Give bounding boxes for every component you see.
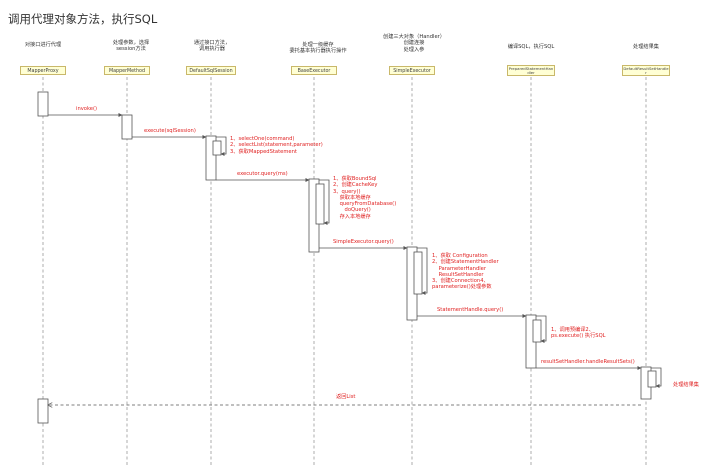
caption-base-executor: 处理一级缓存 委托基本执行器执行操作 xyxy=(289,42,347,55)
participant-mapper-proxy: MapperProxy xyxy=(20,66,66,75)
activation-mapper-proxy-2 xyxy=(37,398,49,424)
message-invoke: invoke() xyxy=(76,106,98,112)
lifelines xyxy=(42,77,647,466)
diagram-title: 调用代理对象方法，执行SQL xyxy=(8,12,158,26)
message-handle-result-sets: resultSetHandler.handleResultSets() xyxy=(541,359,635,365)
activation-mapper-method xyxy=(121,114,133,140)
caption-default-result-set-handler: 处理结果集 xyxy=(633,44,659,50)
message-arrows xyxy=(48,113,662,405)
message-return-list: 返回List xyxy=(336,394,356,400)
note-result-set-handler: 处理结果集 xyxy=(673,382,699,388)
self-call-sql-session xyxy=(216,136,227,156)
activation-prepared-self xyxy=(532,319,542,343)
activation-sql-session-self xyxy=(212,140,222,156)
caption-prepared-statement-handler: 编译SQL，执行SQL xyxy=(507,44,555,50)
activation-default-sql-session xyxy=(205,135,217,181)
message-executor-query: executor.query(ms) xyxy=(237,171,288,177)
participant-prepared-statement-handler: PreparedStatementHandler xyxy=(507,65,555,76)
activation-simple-executor-self xyxy=(413,251,423,295)
participant-simple-executor: SimpleExecutor xyxy=(389,66,435,75)
activation-mapper-proxy-1 xyxy=(37,91,49,117)
self-call-simple-executor xyxy=(417,247,428,295)
message-simple-executor-query: SimpleExecutor.query() xyxy=(333,239,394,245)
self-call-prepared xyxy=(536,315,547,343)
caption-simple-executor: 创建三大对象（Handler） 创建连接 处理入参 xyxy=(383,34,445,53)
activations xyxy=(37,91,657,424)
participant-default-result-set-handler: DefaultResultSetHandler xyxy=(622,65,670,76)
note-base-executor: 1、获取BoundSql 2、创建CacheKey 3、query() 获取本地… xyxy=(333,176,397,220)
activation-base-executor-self xyxy=(315,183,325,225)
note-simple-executor: 1、获取 Configuration 2、创建StatementHandler … xyxy=(432,253,499,291)
message-execute: execute(sqlSession) xyxy=(144,128,196,134)
participant-mapper-method: MapperMethod xyxy=(104,66,150,75)
note-prepared-statement-handler: 1、调用预编译2、 ps.execute() 执行SQL xyxy=(551,327,606,340)
message-statement-handle-query: StatementHandle.query() xyxy=(437,307,504,313)
caption-mapper-method: 处理参数，选择 session方法 xyxy=(112,40,150,53)
participant-default-sql-session: DefaultSqlSession xyxy=(186,66,236,75)
activation-result-self xyxy=(647,370,657,388)
caption-default-sql-session: 通过接口方法， 调用执行器 xyxy=(193,40,231,53)
participant-base-executor: BaseExecutor xyxy=(291,66,337,75)
self-call-result xyxy=(651,367,662,388)
note-default-sql-session: 1、selectOne(command) 2、selectList(statem… xyxy=(230,136,323,155)
self-call-base-executor xyxy=(319,179,330,225)
caption-mapper-proxy: 对接口进行代理 xyxy=(24,42,62,48)
